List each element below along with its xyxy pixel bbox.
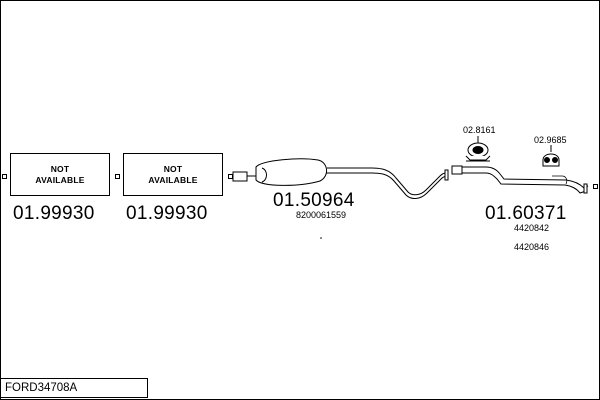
not-available-line2: AVAILABLE: [35, 174, 85, 185]
not-available-line2: AVAILABLE: [148, 174, 198, 185]
rubber-hanger-drawing: [465, 136, 491, 162]
part-number[interactable]: 01.99930: [13, 203, 95, 224]
part-number[interactable]: 01.99930: [126, 203, 208, 224]
oe-number: 8200061559: [296, 210, 347, 220]
clamp-drawing: [542, 145, 560, 167]
connector-mid: [115, 174, 120, 179]
stray-dot: [320, 237, 322, 239]
not-available-line1: NOT: [50, 163, 70, 174]
model-code: FORD34708A: [5, 382, 78, 394]
not-available-box: NOT AVAILABLE: [10, 153, 110, 196]
part-number[interactable]: 01.50964: [273, 190, 355, 211]
accessory-number[interactable]: 02.9685: [534, 135, 567, 145]
not-available-line1: NOT: [163, 163, 183, 174]
oe-number: 4420846: [514, 242, 550, 252]
accessory-number[interactable]: 02.8161: [463, 125, 496, 135]
model-code-box: FORD34708A: [0, 378, 148, 398]
rear-pipe-drawing: [451, 165, 589, 194]
oe-number: 4420842: [514, 223, 550, 233]
connector-right: [593, 184, 598, 189]
connector-left: [2, 174, 7, 179]
connector-front: [228, 174, 233, 179]
middle-silencer-drawing: [232, 158, 449, 199]
part-number[interactable]: 01.60371: [485, 203, 567, 224]
not-available-box: NOT AVAILABLE: [123, 153, 223, 196]
